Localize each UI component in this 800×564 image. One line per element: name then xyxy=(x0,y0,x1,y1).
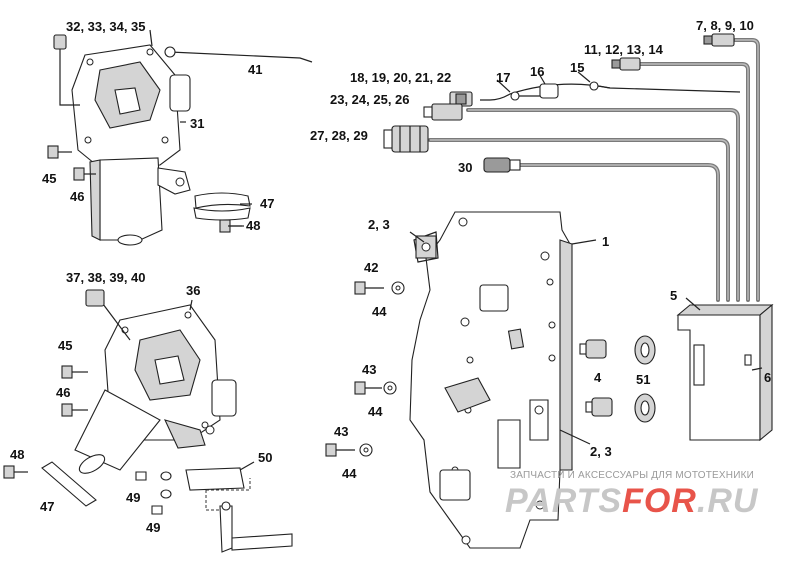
callout-2-3-lower: 2, 3 xyxy=(590,444,612,459)
callout-4: 4 xyxy=(594,370,602,385)
clamp-47-top xyxy=(193,192,251,221)
callout-2-3-upper: 2, 3 xyxy=(368,217,390,232)
callout-46-bottom: 46 xyxy=(56,385,70,400)
callout-32-35: 32, 33, 34, 35 xyxy=(66,19,146,34)
callout-11-14: 11, 12, 13, 14 xyxy=(584,42,664,57)
connector-17 xyxy=(510,91,540,101)
mounting-plate-1 xyxy=(409,211,573,549)
callout-15: 15 xyxy=(570,60,584,75)
grommet-51-upper xyxy=(634,335,656,365)
callout-23-26: 23, 24, 25, 26 xyxy=(330,92,410,107)
watermark-brand: PARTSFOR.RU xyxy=(505,482,758,521)
bolt-45-bottom xyxy=(61,365,88,379)
callout-7-10: 7, 8, 9, 10 xyxy=(696,18,754,33)
grommet-51-lower xyxy=(634,393,656,423)
callout-37-40: 37, 38, 39, 40 xyxy=(66,270,146,285)
plug-4-lower xyxy=(585,397,613,417)
motor-assembly-36 xyxy=(74,289,237,474)
callout-36: 36 xyxy=(186,283,200,298)
watermark-brand-ru: .RU xyxy=(696,482,759,520)
connector-30 xyxy=(483,157,521,173)
callout-43-upper: 43 xyxy=(362,362,376,377)
bolt-42 xyxy=(354,281,405,295)
junction-box-5-6 xyxy=(676,303,774,442)
connector-27-29 xyxy=(383,125,429,153)
bolt-48-bottom xyxy=(3,465,28,479)
callout-45-top: 45 xyxy=(42,171,56,186)
clip-49-upper xyxy=(135,471,147,481)
callout-44-a: 44 xyxy=(372,304,387,319)
callout-44-c: 44 xyxy=(342,466,357,481)
terminal-15 xyxy=(589,81,611,91)
bolt-45-top xyxy=(47,145,72,159)
callout-48-bottom: 48 xyxy=(10,447,24,462)
callout-51: 51 xyxy=(636,372,650,387)
callout-30: 30 xyxy=(458,160,472,175)
callout-42: 42 xyxy=(364,260,378,275)
bolt-46-top xyxy=(73,167,96,181)
callout-6: 6 xyxy=(764,370,771,385)
bolt-43-upper xyxy=(354,381,397,395)
callout-31: 31 xyxy=(190,116,204,131)
clamp-47-bottom xyxy=(41,461,97,507)
callout-43-lower: 43 xyxy=(334,424,348,439)
callout-47-bottom: 47 xyxy=(40,499,54,514)
callout-17: 17 xyxy=(496,70,510,85)
callout-5: 5 xyxy=(670,288,677,303)
watermark-caption: ЗАПЧАСТИ И АКСЕССУАРЫ ДЛЯ МОТОТЕХНИКИ xyxy=(510,470,755,481)
callout-49-lower: 49 xyxy=(146,520,160,535)
callout-41: 41 xyxy=(248,62,262,77)
wire-harness xyxy=(428,38,760,302)
watermark-brand-parts: PARTS xyxy=(505,482,623,520)
bolt-43-lower xyxy=(325,443,373,457)
plug-4-upper xyxy=(579,339,607,359)
callout-16: 16 xyxy=(530,64,544,79)
clip-49-lower xyxy=(151,505,163,515)
callout-46-top: 46 xyxy=(70,189,84,204)
fuse-holder-16 xyxy=(539,83,559,99)
connector-11-14 xyxy=(611,57,641,71)
callout-49-upper: 49 xyxy=(126,490,140,505)
bolt-46-bottom xyxy=(61,403,88,417)
callout-27-29: 27, 28, 29 xyxy=(310,128,368,143)
callout-47-top: 47 xyxy=(260,196,274,211)
leader-lines xyxy=(149,29,763,471)
callout-18-22: 18, 19, 20, 21, 22 xyxy=(350,70,451,85)
callout-44-b: 44 xyxy=(368,404,383,419)
callout-1: 1 xyxy=(602,234,609,249)
connector-23-26 xyxy=(423,103,463,121)
callout-48-top: 48 xyxy=(246,218,260,233)
callout-45-bottom: 45 xyxy=(58,338,72,353)
linkage-50 xyxy=(160,467,293,553)
callout-50: 50 xyxy=(258,450,272,465)
connector-7-10 xyxy=(703,33,735,47)
watermark-brand-for: FOR xyxy=(622,482,697,520)
motor-assembly-31 xyxy=(53,34,313,246)
